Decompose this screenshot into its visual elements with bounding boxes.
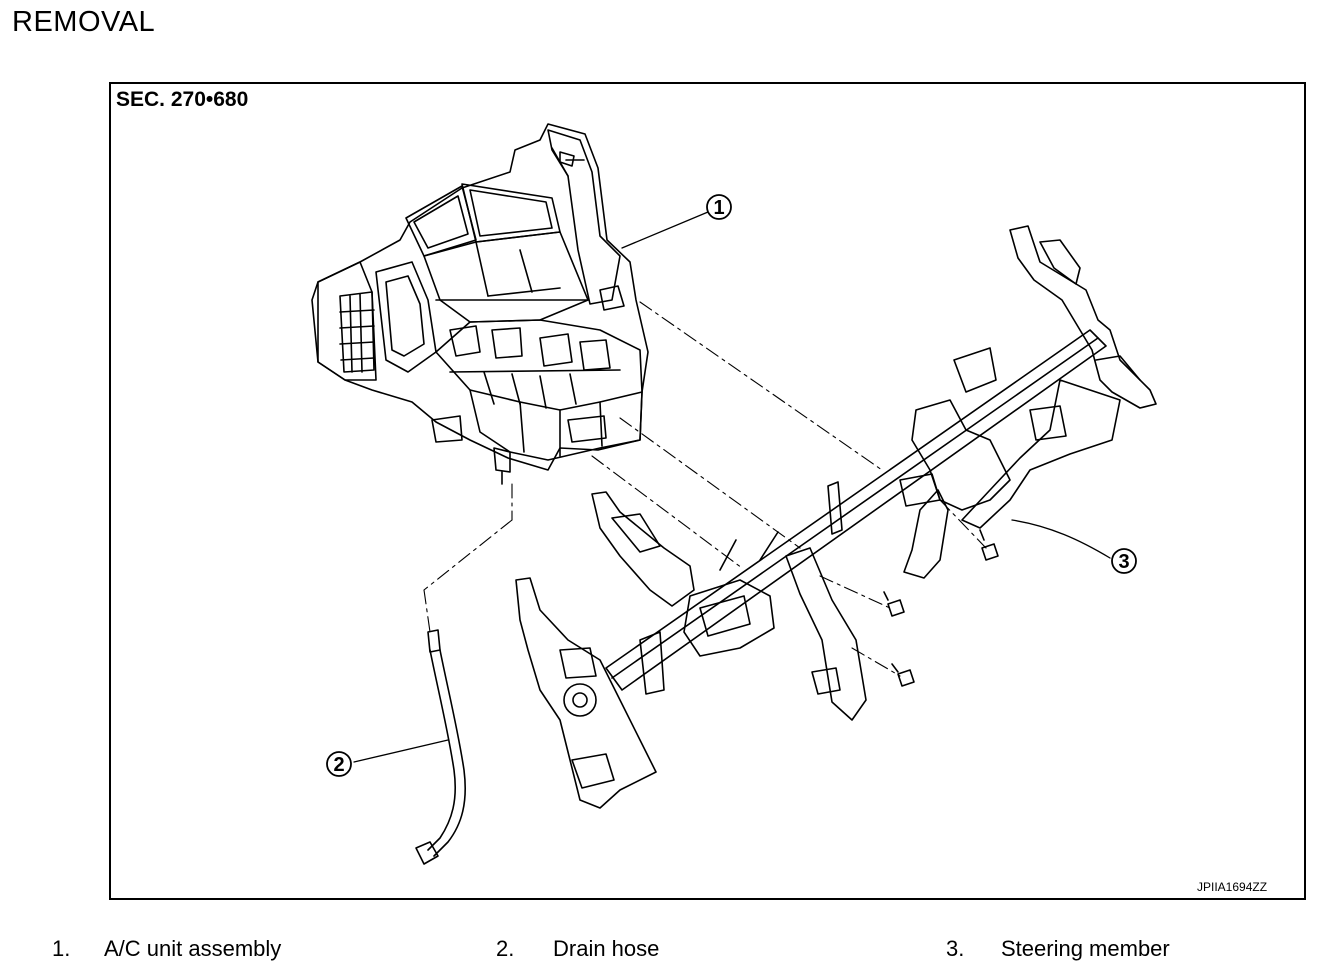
alignment-lines (423, 301, 987, 677)
figure-reference-code: JPIIA1694ZZ (1197, 880, 1268, 894)
bolts-drawing (883, 529, 999, 687)
svg-text:3: 3 (1118, 551, 1129, 573)
section-label: SEC. 270•680 (116, 88, 249, 111)
legend-number-1: 1. (52, 936, 71, 961)
legend-label-steering-member: Steering member (1001, 936, 1170, 961)
ac-unit-assembly-drawing (311, 123, 649, 485)
legend-label-ac-unit-assembly: A/C unit assembly (104, 936, 282, 961)
legend-number-3: 3. (946, 936, 965, 961)
drain-hose-drawing (415, 629, 467, 865)
legend-number-2: 2. (496, 936, 515, 961)
svg-text:2: 2 (333, 754, 344, 776)
legend-label-drain-hose: Drain hose (553, 936, 660, 961)
callout-3: 3 (1111, 548, 1137, 574)
figure-frame (109, 82, 1306, 900)
callout-1: 1 (706, 194, 732, 220)
page-title: REMOVAL (12, 6, 156, 38)
svg-text:1: 1 (713, 197, 724, 219)
callout-2: 2 (326, 751, 352, 777)
steering-member-drawing (515, 225, 1157, 809)
